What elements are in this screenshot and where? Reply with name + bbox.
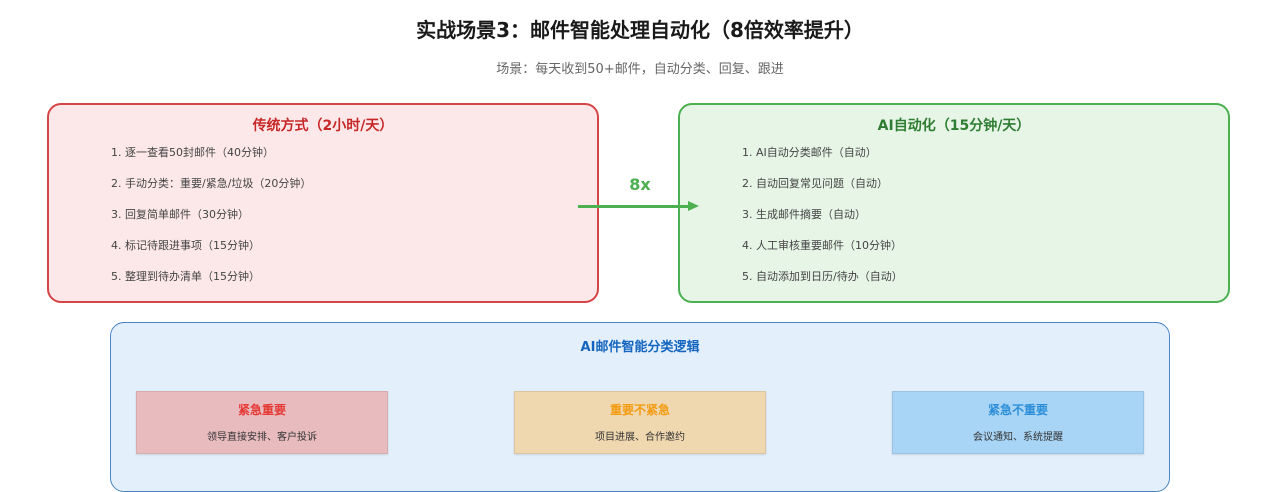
traditional-step: 4. 标记待跟进事项（15分钟） <box>111 239 260 252</box>
traditional-step: 3. 回复简单邮件（30分钟） <box>111 208 249 221</box>
category-title: 紧急不重要 <box>987 403 1048 417</box>
category-description: 领导直接安排、客户投诉 <box>207 432 317 443</box>
category-important-not-urgent: 重要不紧急 项目进展、合作邀约 <box>514 391 766 454</box>
traditional-step: 5. 整理到待办清单（15分钟） <box>111 270 260 283</box>
category-urgent-not-important: 紧急不重要 会议通知、系统提醒 <box>892 391 1144 454</box>
category-title: 紧急重要 <box>237 403 286 417</box>
ai-step: 3. 生成邮件摘要（自动） <box>742 208 866 221</box>
ai-step: 2. 自动回复常见问题（自动） <box>742 177 888 190</box>
traditional-step: 1. 逐一查看50封邮件（40分钟） <box>111 146 274 159</box>
ai-automation-panel: AI自动化（15分钟/天） 1. AI自动分类邮件（自动） 2. 自动回复常见问… <box>678 103 1230 303</box>
traditional-steps-list: 1. 逐一查看50封邮件（40分钟） 2. 手动分类：重要/紧急/垃圾（20分钟… <box>111 145 311 300</box>
category-description: 会议通知、系统提醒 <box>973 432 1063 443</box>
ai-steps-list: 1. AI自动分类邮件（自动） 2. 自动回复常见问题（自动） 3. 生成邮件摘… <box>742 145 903 300</box>
ai-automation-title: AI自动化（15分钟/天） <box>877 118 1031 134</box>
classification-logic-panel: AI邮件智能分类逻辑 紧急重要 领导直接安排、客户投诉 重要不紧急 项目进展、合… <box>110 322 1170 492</box>
efficiency-ratio-label: 8x <box>629 175 651 194</box>
traditional-method-panel: 传统方式（2小时/天） 1. 逐一查看50封邮件（40分钟） 2. 手动分类：重… <box>47 103 599 303</box>
traditional-method-title: 传统方式（2小时/天） <box>252 118 394 134</box>
arrow-head-icon <box>688 201 699 211</box>
ai-step: 5. 自动添加到日历/待办（自动） <box>742 270 903 283</box>
ai-step: 1. AI自动分类邮件（自动） <box>742 146 877 159</box>
ai-step: 4. 人工审核重要邮件（10分钟） <box>742 239 902 252</box>
arrow-right-icon <box>578 205 690 208</box>
category-title: 重要不紧急 <box>609 403 670 417</box>
page-subtitle: 场景：每天收到50+邮件，自动分类、回复、跟进 <box>496 62 784 77</box>
page-title: 实战场景3：邮件智能处理自动化（8倍效率提升） <box>416 18 864 42</box>
category-urgent-important: 紧急重要 领导直接安排、客户投诉 <box>136 391 388 454</box>
traditional-step: 2. 手动分类：重要/紧急/垃圾（20分钟） <box>111 177 312 190</box>
category-description: 项目进展、合作邀约 <box>595 432 685 443</box>
classification-logic-title: AI邮件智能分类逻辑 <box>580 340 700 355</box>
